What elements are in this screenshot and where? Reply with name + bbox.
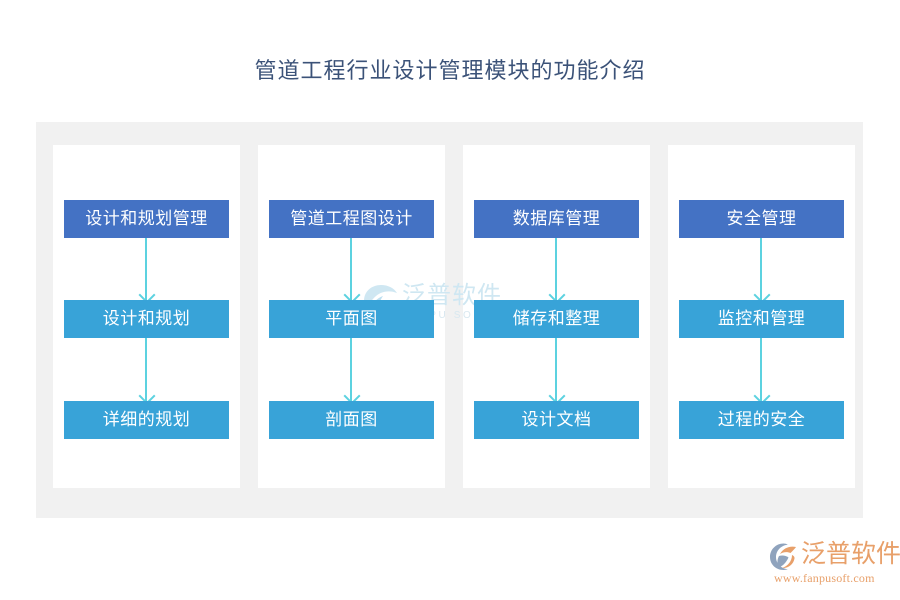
flow-header-box-2[interactable]: 管道工程图设计 bbox=[269, 200, 434, 238]
flow-header-box-4[interactable]: 安全管理 bbox=[679, 200, 844, 238]
flow-step-box-4-1[interactable]: 监控和管理 bbox=[679, 300, 844, 338]
flow-arrow-2-1 bbox=[350, 238, 352, 300]
logo-text: 泛普软件 bbox=[801, 541, 900, 568]
flow-step-box-1-2[interactable]: 详细的规划 bbox=[64, 401, 229, 439]
flow-arrow-3-1 bbox=[555, 238, 557, 300]
flow-step-box-2-1[interactable]: 平面图 bbox=[269, 300, 434, 338]
flow-arrow-2-2 bbox=[350, 338, 352, 401]
fanpu-circle-logo-icon bbox=[770, 543, 796, 570]
flow-arrow-4-2 bbox=[760, 338, 762, 401]
fanpu-logo: 泛普软件 www.fanpusoft.com bbox=[768, 541, 900, 587]
flow-arrow-4-1 bbox=[760, 238, 762, 300]
flow-step-box-1-1[interactable]: 设计和规划 bbox=[64, 300, 229, 338]
page-title: 管道工程行业设计管理模块的功能介绍 bbox=[254, 58, 646, 83]
flow-arrow-3-2 bbox=[555, 338, 557, 401]
flow-columns: 设计和规划管理 设计和规划 详细的规划 管道工程图设计 平面图 剖面图 数据库管… bbox=[53, 145, 855, 488]
flow-column-3: 数据库管理 储存和整理 设计文档 bbox=[463, 145, 650, 488]
flow-column-4: 安全管理 监控和管理 过程的安全 bbox=[668, 145, 855, 488]
flow-header-box-1[interactable]: 设计和规划管理 bbox=[64, 200, 229, 238]
flow-step-box-3-2[interactable]: 设计文档 bbox=[474, 401, 639, 439]
flow-step-box-2-2[interactable]: 剖面图 bbox=[269, 401, 434, 439]
logo-url[interactable]: www.fanpusoft.com bbox=[774, 571, 875, 585]
flow-arrow-1-2 bbox=[145, 338, 147, 401]
flow-column-1: 设计和规划管理 设计和规划 详细的规划 bbox=[53, 145, 240, 488]
flow-arrow-1-1 bbox=[145, 238, 147, 300]
flow-column-2: 管道工程图设计 平面图 剖面图 bbox=[258, 145, 445, 488]
flow-header-box-3[interactable]: 数据库管理 bbox=[474, 200, 639, 238]
flow-step-box-4-2[interactable]: 过程的安全 bbox=[679, 401, 844, 439]
flow-step-box-3-1[interactable]: 储存和整理 bbox=[474, 300, 639, 338]
